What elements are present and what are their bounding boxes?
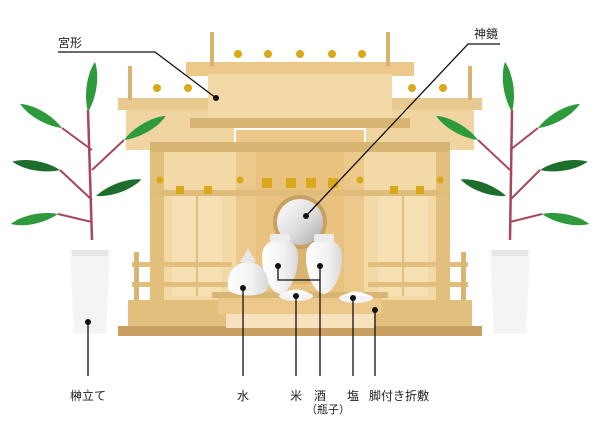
label-sake: 酒 bbox=[314, 389, 327, 403]
label-shinkyo: 神鏡 bbox=[474, 27, 499, 41]
label-miyagata: 宮形 bbox=[58, 36, 83, 50]
label-shikibutsu: 脚付き折敷 bbox=[369, 389, 430, 403]
label-kome: 米 bbox=[290, 389, 303, 403]
mizu-vessel bbox=[227, 248, 269, 296]
label-heishi: （瓶子） bbox=[306, 403, 350, 416]
sakaki-left bbox=[9, 61, 169, 334]
leader-miyagata bbox=[58, 51, 217, 99]
leader-shinkyo bbox=[305, 43, 500, 217]
leader-sake bbox=[277, 266, 320, 281]
leader-dots bbox=[85, 95, 378, 325]
label-mizu: 水 bbox=[237, 389, 250, 403]
leader-lines bbox=[58, 43, 500, 376]
label-sakakitate: 榊立て bbox=[70, 389, 107, 403]
label-shio: 塩 bbox=[347, 389, 360, 403]
gold-ornaments bbox=[153, 50, 447, 194]
sakaki-right bbox=[433, 61, 591, 334]
